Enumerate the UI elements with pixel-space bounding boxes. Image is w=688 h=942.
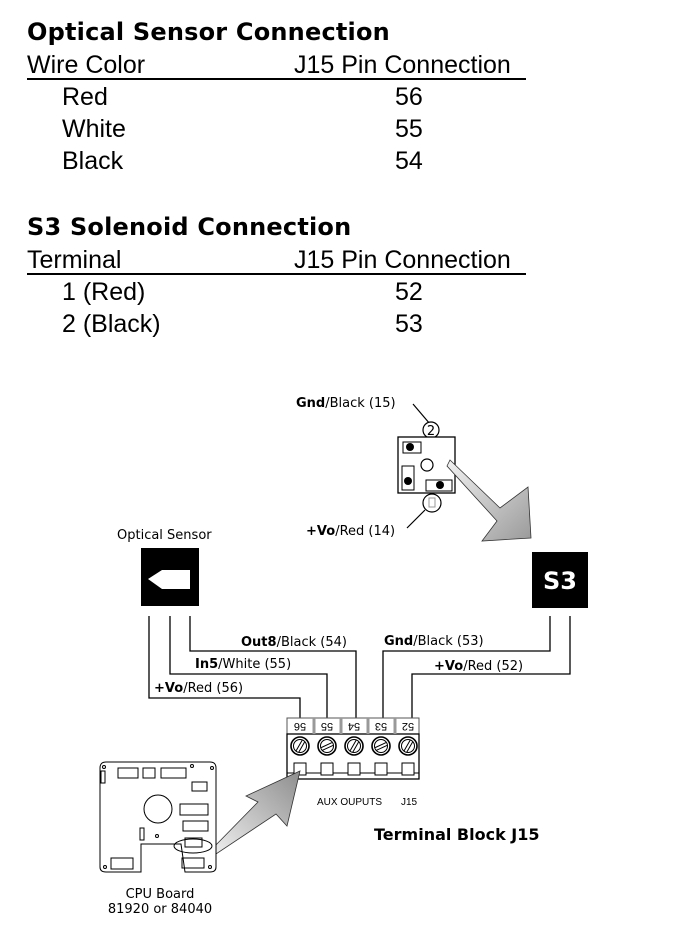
wire-cell: Black	[62, 147, 124, 175]
contact-dot	[404, 477, 412, 485]
wire-red-56	[148, 616, 301, 718]
terminal-pin-53: 53	[366, 718, 391, 776]
wire-window	[347, 762, 361, 776]
terminal-block-caption: Terminal Block J15	[374, 825, 540, 844]
callout-arrow	[446, 459, 532, 542]
in5-label: /White (55)	[218, 657, 291, 672]
leader-line	[406, 509, 426, 529]
terminal-pin-55: 55	[312, 718, 337, 776]
svg-text:+Vo/Red (56): +Vo/Red (56)	[154, 681, 243, 696]
vo52-label-bold: +Vo	[434, 659, 463, 674]
pin-cell: 56	[395, 83, 423, 111]
solenoid-title: S3 Solenoid Connection	[27, 213, 352, 241]
optical-sensor-icon	[141, 548, 199, 606]
contact-dot	[436, 481, 444, 489]
wire-cell: Red	[62, 83, 108, 111]
wire-cell: White	[62, 115, 126, 143]
wire-window	[320, 762, 334, 776]
solenoid-detail: Gnd/Black (15) 2 +Vo/Red (14)	[296, 396, 456, 539]
gnd-15-label: /Black (15)	[325, 396, 395, 411]
callout-arrow	[211, 770, 301, 855]
cpu-board-icon	[99, 761, 217, 873]
header-rule	[27, 273, 526, 275]
svg-text:Out8/Black (54): Out8/Black (54)	[241, 635, 347, 650]
pin-label: 54	[348, 720, 360, 732]
svg-text:Gnd/Black (15): Gnd/Black (15)	[296, 396, 396, 411]
terminal-pin-52: 52	[393, 718, 418, 776]
vo56-label: /Red (56)	[183, 681, 243, 696]
svg-text:+Vo/Red (14): +Vo/Red (14)	[306, 524, 395, 539]
leader-line	[412, 403, 431, 425]
wire-window	[374, 762, 388, 776]
terminal-1-square	[428, 497, 436, 508]
gnd53-label-bold: Gnd	[384, 634, 413, 649]
s3-label: S3	[543, 567, 577, 595]
pin-cell: 55	[395, 115, 423, 143]
optical-sensor-title: Optical Sensor Connection	[27, 18, 390, 46]
vo56-label-bold: +Vo	[154, 681, 183, 696]
wire-red-52	[411, 616, 571, 718]
cpu-board-label: CPU Board	[126, 887, 195, 902]
terminal-block-j15: 56 55 54 53 52 AUX OUPUTS J15	[286, 717, 420, 808]
out8-label-bold: Out8	[241, 635, 277, 650]
aux-outputs-label: AUX OUPUTS	[317, 797, 382, 808]
j15-pin-header: J15 Pin Connection	[294, 246, 511, 274]
terminal-cell: 2 (Black)	[62, 310, 161, 338]
s3-solenoid-box	[532, 552, 588, 608]
terminal-pin-54: 54	[339, 718, 364, 776]
in5-label-bold: In5	[195, 657, 218, 672]
header-rule	[27, 78, 526, 80]
vo52-label: /Red (52)	[463, 659, 523, 674]
wire-black-53	[382, 616, 551, 718]
cpu-board-part-numbers: 81920 or 84040	[108, 902, 212, 917]
svg-text:Gnd/Black (53): Gnd/Black (53)	[384, 634, 484, 649]
wire-white-55	[169, 616, 328, 718]
solenoid-center-icon	[420, 458, 434, 472]
pin-label: 56	[294, 720, 306, 732]
j15-pin-header: J15 Pin Connection	[294, 51, 511, 79]
wire-window	[401, 762, 415, 776]
terminal-header: Terminal	[27, 246, 122, 274]
svg-text:+Vo/Red (52): +Vo/Red (52)	[434, 659, 523, 674]
contact-dot	[406, 443, 414, 451]
j15-label: J15	[401, 797, 418, 808]
pin-cell: 52	[395, 278, 423, 306]
gnd-15-label-bold: Gnd	[296, 396, 325, 411]
terminal-cell: 1 (Red)	[62, 278, 146, 306]
optical-sensor-label: Optical Sensor	[117, 528, 212, 543]
wire-color-header: Wire Color	[27, 51, 146, 79]
pin-cell: 54	[395, 147, 423, 175]
svg-text:In5/White (55): In5/White (55)	[195, 657, 291, 672]
wire-black-54	[189, 616, 357, 718]
pin-label: 55	[321, 720, 333, 732]
vo-14-label-bold: +Vo	[306, 524, 335, 539]
gnd53-label: /Black (53)	[413, 634, 483, 649]
out8-label: /Black (54)	[277, 635, 347, 650]
pin-label: 52	[402, 720, 414, 732]
pin-label: 53	[375, 720, 387, 732]
terminal-2-label: 2	[427, 424, 435, 439]
vo-14-label: /Red (14)	[335, 524, 395, 539]
pin-cell: 53	[395, 310, 423, 338]
